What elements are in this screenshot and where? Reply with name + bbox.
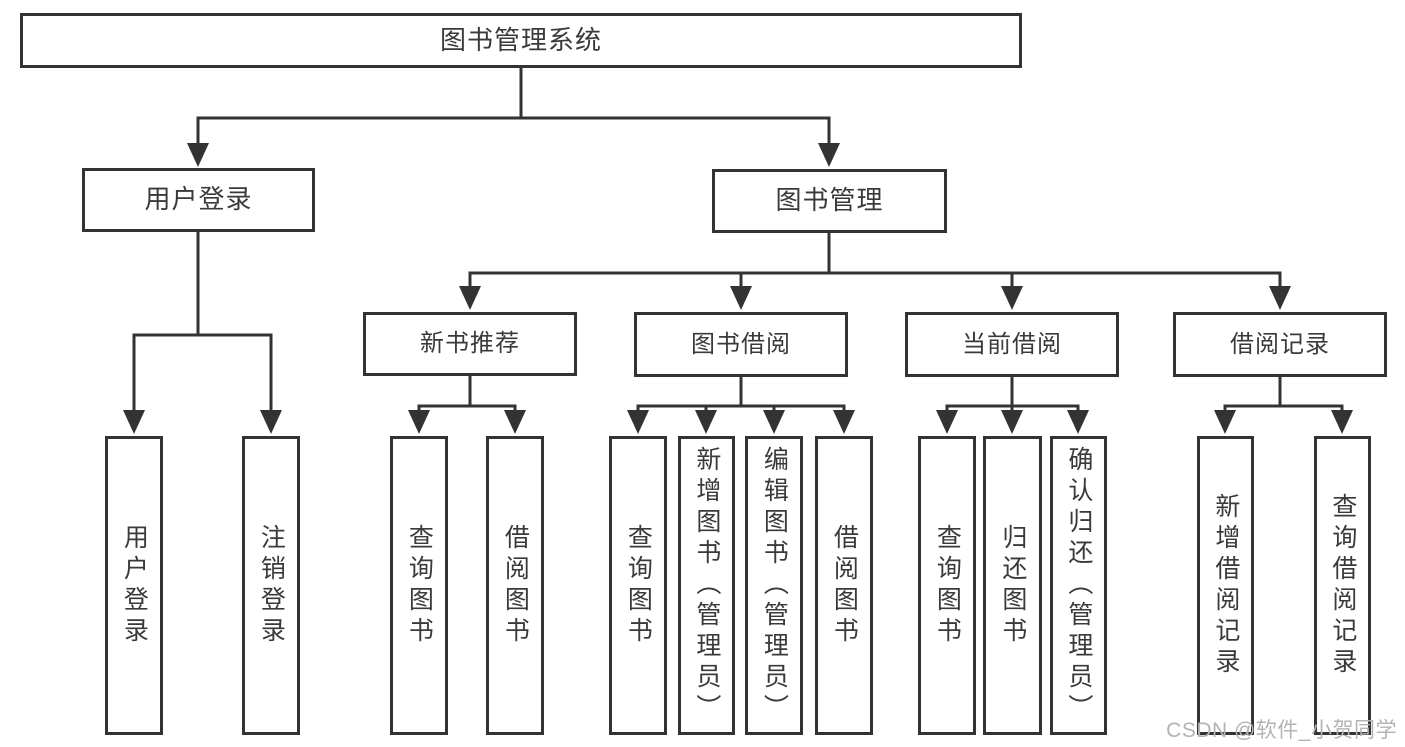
node-label: 借阅图书 <box>830 523 859 648</box>
connector-new-books-to-leaves <box>408 375 526 434</box>
connector-book-management-to-level3 <box>459 233 1291 310</box>
leaf-borrow-books-2: 借阅图书 <box>815 436 873 735</box>
arrow-down-icon <box>260 410 282 434</box>
connector-book-borrow-to-leaves <box>627 376 855 434</box>
node-label: 借阅记录 <box>1230 330 1330 358</box>
arrow-down-icon <box>818 143 840 167</box>
leaf-add-books-admin: 新增图书（管理员） <box>678 436 735 735</box>
leaf-confirm-return-admin: 确认归还（管理员） <box>1050 436 1107 735</box>
arrow-down-icon <box>408 410 430 434</box>
node-label: 查询借阅记录 <box>1328 492 1357 679</box>
node-current-borrow: 当前借阅 <box>905 312 1119 377</box>
node-book-borrow: 图书借阅 <box>634 312 848 377</box>
node-label: 编辑图书（管理员） <box>760 446 789 725</box>
arrow-down-icon <box>459 286 481 310</box>
arrow-down-icon <box>1001 410 1023 434</box>
arrow-down-icon <box>695 410 717 434</box>
node-label: 用户登录 <box>120 523 149 648</box>
arrow-down-icon <box>1001 286 1023 310</box>
node-label: 新增图书（管理员） <box>692 446 721 725</box>
arrow-down-icon <box>1067 410 1089 434</box>
connector-borrow-records-to-leaves <box>1214 376 1353 434</box>
watermark: CSDN @软件_小贺同学 <box>1166 719 1397 742</box>
leaf-query-books-2: 查询图书 <box>609 436 667 735</box>
node-label: 确认归还（管理员） <box>1064 446 1093 725</box>
leaf-logout-login: 注销登录 <box>242 436 300 735</box>
node-library-system: 图书管理系统 <box>20 13 1022 68</box>
node-borrow-records: 借阅记录 <box>1173 312 1387 377</box>
node-user-login: 用户登录 <box>82 168 315 232</box>
node-label: 借阅图书 <box>501 523 530 648</box>
leaf-borrow-books-1: 借阅图书 <box>486 436 544 735</box>
arrow-down-icon <box>187 143 209 167</box>
node-label: 查询图书 <box>624 523 653 648</box>
arrow-down-icon <box>1214 410 1236 434</box>
node-label: 当前借阅 <box>962 330 1062 358</box>
node-new-book-recommend: 新书推荐 <box>363 312 577 376</box>
leaf-query-books-3: 查询图书 <box>918 436 976 735</box>
node-label: 新书推荐 <box>420 330 520 358</box>
arrow-down-icon <box>504 410 526 434</box>
leaf-user-login: 用户登录 <box>105 436 163 735</box>
arrow-down-icon <box>730 286 752 310</box>
connector-current-borrow-to-leaves <box>936 376 1089 434</box>
leaf-query-borrow-record: 查询借阅记录 <box>1314 436 1371 735</box>
arrow-down-icon <box>763 410 785 434</box>
arrow-down-icon <box>1331 410 1353 434</box>
node-label: 图书管理系统 <box>439 24 602 55</box>
node-label: 用户登录 <box>144 184 253 215</box>
node-book-management: 图书管理 <box>712 169 947 233</box>
arrow-down-icon <box>627 410 649 434</box>
node-label: 查询图书 <box>405 523 434 648</box>
node-label: 新增借阅记录 <box>1211 492 1240 679</box>
leaf-query-books-1: 查询图书 <box>390 436 448 735</box>
leaf-return-books: 归还图书 <box>983 436 1042 735</box>
arrow-down-icon <box>936 410 958 434</box>
connector-root-to-level2 <box>187 68 840 167</box>
node-label: 归还图书 <box>998 523 1027 648</box>
node-label: 图书借阅 <box>691 330 791 358</box>
arrow-down-icon <box>1269 286 1291 310</box>
leaf-edit-books-admin: 编辑图书（管理员） <box>745 436 803 735</box>
node-label: 图书管理 <box>775 185 884 216</box>
connector-user-login-to-leaves <box>123 232 282 434</box>
leaf-add-borrow-record: 新增借阅记录 <box>1197 436 1254 735</box>
arrow-down-icon <box>123 410 145 434</box>
node-label: 注销登录 <box>257 523 286 648</box>
node-label: 查询图书 <box>933 523 962 648</box>
arrow-down-icon <box>833 410 855 434</box>
